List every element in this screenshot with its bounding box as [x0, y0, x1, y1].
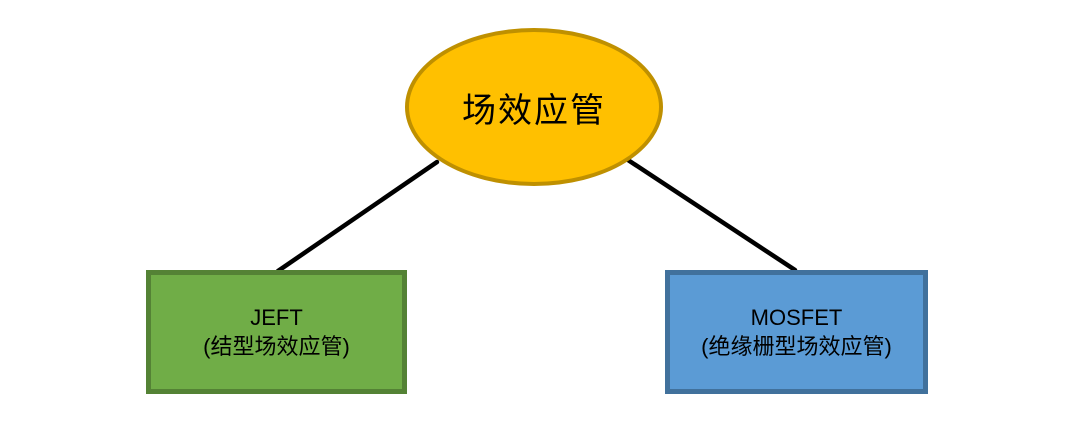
node-root-label: 场效应管 [462, 91, 606, 130]
node-mosfet-subtitle: (绝缘栅型场效应管) [701, 334, 892, 359]
node-root-ellipse: 场效应管 [405, 28, 663, 186]
node-jeft-subtitle: (结型场效应管) [203, 334, 350, 359]
connector-root-to-mosfet-line [625, 157, 798, 273]
connector-root-to-jeft-line [275, 159, 440, 274]
node-mosfet-title: MOSFET [750, 305, 843, 330]
node-jeft-title: JEFT [250, 305, 303, 330]
node-mosfet-box: MOSFET (绝缘栅型场效应管) [665, 270, 928, 394]
node-jeft-box: JEFT (结型场效应管) [146, 270, 407, 394]
